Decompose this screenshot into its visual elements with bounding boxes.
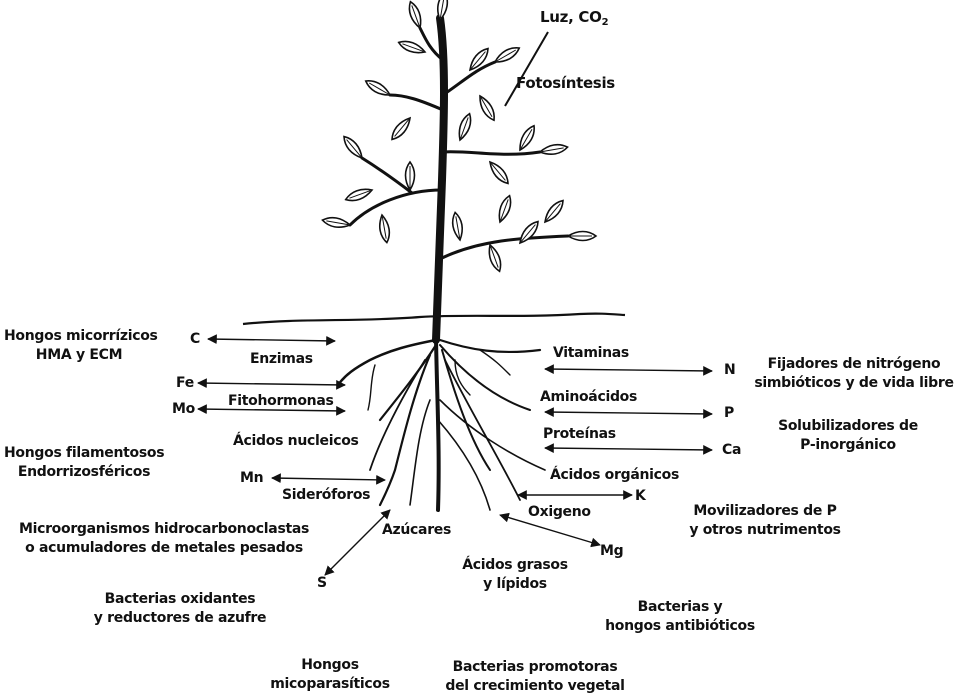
element-mn: Mn (240, 469, 263, 488)
exudate-acidos-grasos-line-1: Ácidos grasos (455, 556, 575, 575)
group-micoparasiticos-line-1: Hongos (260, 656, 400, 675)
stem (436, 18, 444, 340)
leaves (322, 0, 596, 273)
group-antibioticos-line-2: hongos antibióticos (590, 617, 770, 636)
roots (338, 338, 545, 510)
exudate-enzimas: Enzimas (250, 350, 313, 369)
element-s: S (317, 574, 327, 593)
group-oxidantes: Bacterias oxidantes y reductores de azuf… (80, 590, 280, 628)
element-ca: Ca (722, 441, 741, 460)
exudate-proteinas: Proteínas (543, 425, 616, 444)
exudate-azucares: Azúcares (382, 521, 451, 540)
group-micorrizicos-line-1: Hongos micorrízicos (4, 327, 154, 346)
exudate-vitaminas: Vitaminas (553, 344, 629, 363)
group-micorrizicos: Hongos micorrízicos HMA y ECM (4, 327, 154, 365)
light-co2-label: Luz, CO2 (540, 8, 608, 32)
group-fijadores: Fijadores de nitrógeno simbióticos y de … (752, 355, 956, 393)
element-k: K (635, 487, 646, 506)
exudate-fitohormonas: Fitohormonas (228, 392, 334, 411)
exudate-acidos-organicos: Ácidos orgánicos (550, 466, 679, 485)
group-solubilizadores-line-1: Solubilizadores de (768, 417, 928, 436)
group-solubilizadores-line-2: P-inorgánico (768, 436, 928, 455)
group-fijadores-line-1: Fijadores de nitrógeno (752, 355, 956, 374)
exudate-acidos-grasos-line-2: y lípidos (455, 575, 575, 594)
photosynthesis-label: Fotosíntesis (516, 74, 615, 93)
element-fe: Fe (176, 374, 194, 393)
element-n: N (724, 361, 735, 380)
group-solubilizadores: Solubilizadores de P-inorgánico (768, 417, 928, 455)
group-promotoras-line-1: Bacterias promotoras (440, 658, 630, 677)
group-micoparasiticos: Hongos micoparasíticos (260, 656, 400, 694)
group-fijadores-line-2: simbióticos y de vida libre (752, 374, 956, 393)
exudate-aminoacidos: Aminoácidos (540, 388, 637, 407)
group-promotoras: Bacterias promotoras del crecimiento veg… (440, 658, 630, 696)
group-oxidantes-line-1: Bacterias oxidantes (80, 590, 280, 609)
element-mg: Mg (600, 542, 623, 561)
group-micorrizicos-line-2: HMA y ECM (4, 346, 154, 365)
element-p: P (724, 404, 734, 423)
group-movilizadores: Movilizadores de P y otros nutrimentos (675, 502, 855, 540)
group-oxidantes-line-2: y reductores de azufre (80, 609, 280, 628)
co2-subscript: 2 (602, 17, 609, 28)
group-micoparasiticos-line-2: micoparasíticos (260, 675, 400, 694)
group-filamentosos-line-1: Hongos filamentosos (4, 444, 164, 463)
group-hidrocarbonoclastas: Microorganismos hidrocarbonoclastas o ac… (14, 520, 314, 558)
group-promotoras-line-2: del crecimiento vegetal (440, 677, 630, 696)
group-hidrocarbonoclastas-line-1: Microorganismos hidrocarbonoclastas (14, 520, 314, 539)
exudate-oxigeno: Oxigeno (528, 503, 591, 522)
light-pointer (505, 32, 548, 106)
exudate-acidos-nucleicos: Ácidos nucleicos (233, 432, 359, 451)
exudate-sideroforos: Sideróforos (282, 486, 370, 505)
light-co2-text: Luz, CO (540, 8, 602, 26)
element-c: C (190, 330, 200, 349)
group-antibioticos-line-1: Bacterias y (590, 598, 770, 617)
exudate-acidos-grasos: Ácidos grasos y lípidos (455, 556, 575, 594)
group-antibioticos: Bacterias y hongos antibióticos (590, 598, 770, 636)
group-filamentosos: Hongos filamentosos Endorrizosféricos (4, 444, 164, 482)
group-hidrocarbonoclastas-line-2: o acumuladores de metales pesados (14, 539, 314, 558)
group-movilizadores-line-2: y otros nutrimentos (675, 521, 855, 540)
group-movilizadores-line-1: Movilizadores de P (675, 502, 855, 521)
element-mo: Mo (172, 400, 195, 419)
group-filamentosos-line-2: Endorrizosféricos (4, 463, 164, 482)
